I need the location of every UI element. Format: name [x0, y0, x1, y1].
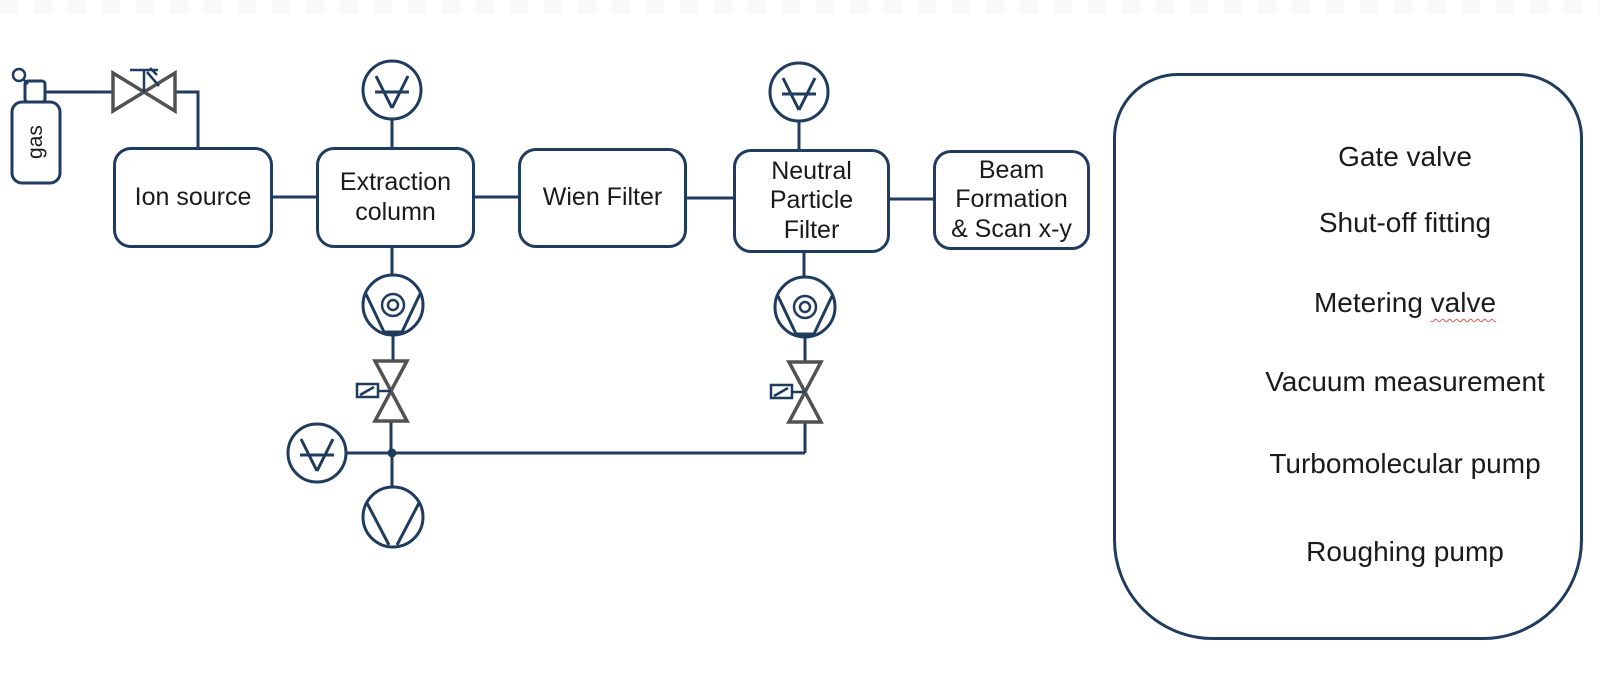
- pipe-junction: [387, 448, 397, 458]
- node-extraction-column: Extraction column: [316, 147, 475, 248]
- node-ion-source: Ion source: [113, 147, 273, 248]
- node-label-line: Formation: [955, 185, 1068, 214]
- node-neutral-particle-filter: Neutral Particle Filter: [733, 149, 890, 253]
- node-label-line: column: [355, 197, 436, 226]
- legend-frame: [1113, 73, 1583, 640]
- legend-label-roughing-pump: Roughing pump: [1306, 536, 1504, 567]
- shut-off-fitting-icon: [769, 360, 823, 424]
- node-label-line: Filter: [783, 215, 840, 244]
- top-crop-artifact: [0, 0, 1600, 14]
- node-label-line: Particle: [769, 186, 854, 215]
- gas-bottle-icon: [10, 67, 62, 185]
- node-label-line: Extraction: [339, 168, 452, 197]
- node-label: Ion source: [134, 182, 252, 211]
- roughing-pump-icon: [361, 485, 425, 549]
- metering-valve-icon: [111, 66, 177, 113]
- vacuum-measurement-icon: [768, 61, 830, 123]
- node-label-line: Neutral: [771, 157, 852, 186]
- legend-label-gate-valve: Gate valve: [1338, 141, 1472, 172]
- vacuum-measurement-icon: [361, 59, 423, 121]
- node-label-line: & Scan x-y: [951, 214, 1072, 243]
- node-label: Wien Filter: [542, 183, 663, 212]
- turbomolecular-pump-icon: [773, 275, 837, 339]
- legend-label-metering-valve: Metering valve: [1245, 285, 1565, 321]
- node-beam-formation: Beam Formation & Scan x-y: [933, 150, 1090, 250]
- turbomolecular-pump-icon: [361, 273, 425, 337]
- gas-bottle-label: gas: [24, 125, 47, 159]
- shut-off-fitting-icon: [355, 359, 409, 423]
- node-wien-filter: Wien Filter: [518, 148, 687, 248]
- node-label-line: Beam: [978, 156, 1045, 185]
- legend-label-text: Metering: [1313, 287, 1431, 318]
- vacuum-measurement-icon: [286, 422, 348, 484]
- pipe-lines: [45, 90, 933, 487]
- legend-label-turbomolecular-pump: Turbomolecular pump: [1269, 448, 1541, 479]
- legend-label-vacuum-measurement: Vacuum measurement: [1265, 366, 1545, 397]
- legend-label-shut-off-fitting: Shut-off fitting: [1318, 207, 1492, 238]
- legend-label-text-spellcheck: valve: [1430, 287, 1497, 318]
